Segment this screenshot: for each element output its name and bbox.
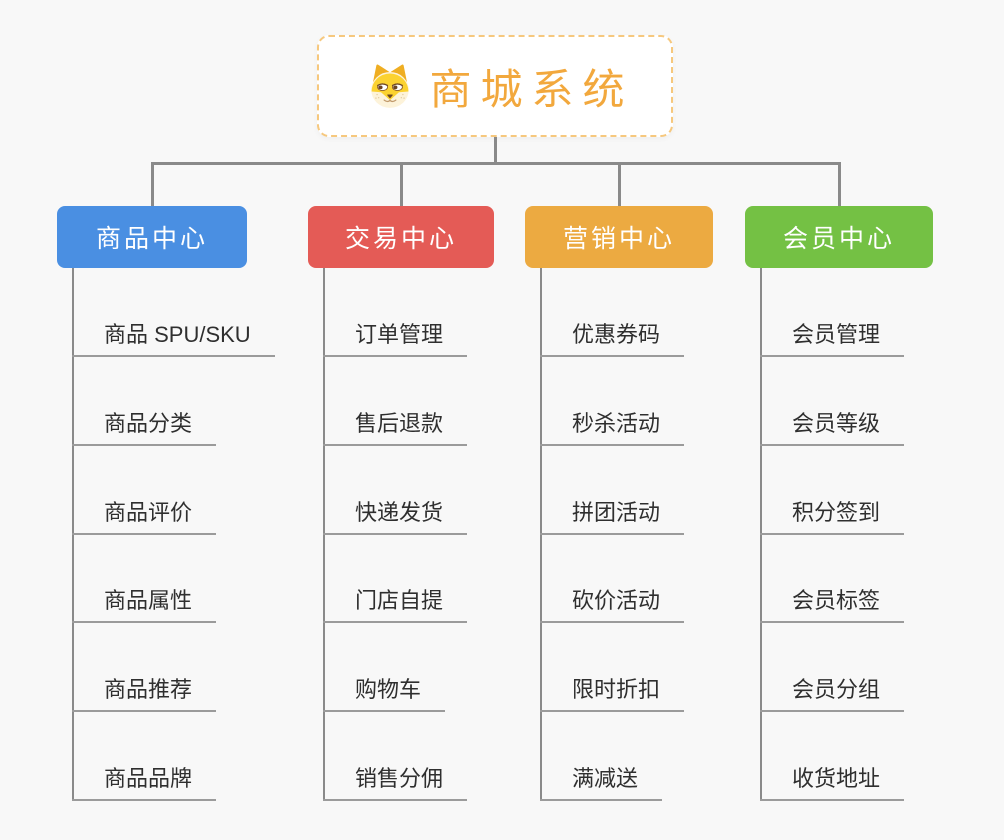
list-item-trade-center-0[interactable]: 订单管理 <box>323 321 468 357</box>
branch-member-center[interactable]: 会员中心 <box>745 206 933 268</box>
branch-product-center[interactable]: 商品中心 <box>57 206 247 268</box>
connector-drop-marketing-center <box>617 162 621 206</box>
list-item-product-center-4[interactable]: 商品推荐 <box>72 676 217 713</box>
list-item-trade-center-1[interactable]: 售后退款 <box>323 410 468 446</box>
list-item-trade-center-3[interactable]: 门店自提 <box>323 587 468 624</box>
branch-marketing-center[interactable]: 营销中心 <box>525 206 713 268</box>
list-item-trade-center-4[interactable]: 购物车 <box>323 676 446 713</box>
list-item-marketing-center-5[interactable]: 满减送 <box>540 765 663 801</box>
list-item-marketing-center-0[interactable]: 优惠券码 <box>540 321 685 357</box>
root-title: 商城系统 <box>429 65 634 113</box>
branch-label: 会员中心 <box>782 225 895 253</box>
list-item-marketing-center-2[interactable]: 拼团活动 <box>540 499 685 535</box>
branch-label: 营销中心 <box>562 225 675 253</box>
root-node[interactable]: 商城系统 <box>317 35 673 137</box>
list-item-trade-center-2[interactable]: 快递发货 <box>323 499 468 535</box>
list-item-marketing-center-3[interactable]: 砍价活动 <box>540 587 685 624</box>
connector-root-stem <box>493 137 497 165</box>
list-item-marketing-center-4[interactable]: 限时折扣 <box>540 676 685 713</box>
connector-drop-member-center <box>837 162 841 206</box>
list-item-trade-center-5[interactable]: 销售分佣 <box>323 765 468 801</box>
branch-trade-center[interactable]: 交易中心 <box>308 206 494 268</box>
list-item-member-center-4[interactable]: 会员分组 <box>760 676 905 713</box>
connector-drop-trade-center <box>399 162 403 206</box>
branch-label: 交易中心 <box>344 225 457 253</box>
shiba-dog-icon <box>371 64 410 108</box>
list-item-member-center-0[interactable]: 会员管理 <box>760 321 905 357</box>
list-item-product-center-5[interactable]: 商品品牌 <box>72 765 217 801</box>
list-item-product-center-0[interactable]: 商品 SPU/SKU <box>72 321 275 357</box>
list-item-marketing-center-1[interactable]: 秒杀活动 <box>540 410 685 446</box>
list-item-product-center-2[interactable]: 商品评价 <box>72 499 217 535</box>
list-item-product-center-3[interactable]: 商品属性 <box>72 587 217 624</box>
list-item-member-center-3[interactable]: 会员标签 <box>760 587 905 624</box>
connector-bus <box>150 162 841 165</box>
branch-label: 商品中心 <box>95 225 208 253</box>
connector-drop-product-center <box>150 162 154 206</box>
list-item-product-center-1[interactable]: 商品分类 <box>72 410 217 446</box>
list-item-member-center-1[interactable]: 会员等级 <box>760 410 905 446</box>
list-item-member-center-2[interactable]: 积分签到 <box>760 499 905 535</box>
list-item-member-center-5[interactable]: 收货地址 <box>760 765 905 801</box>
